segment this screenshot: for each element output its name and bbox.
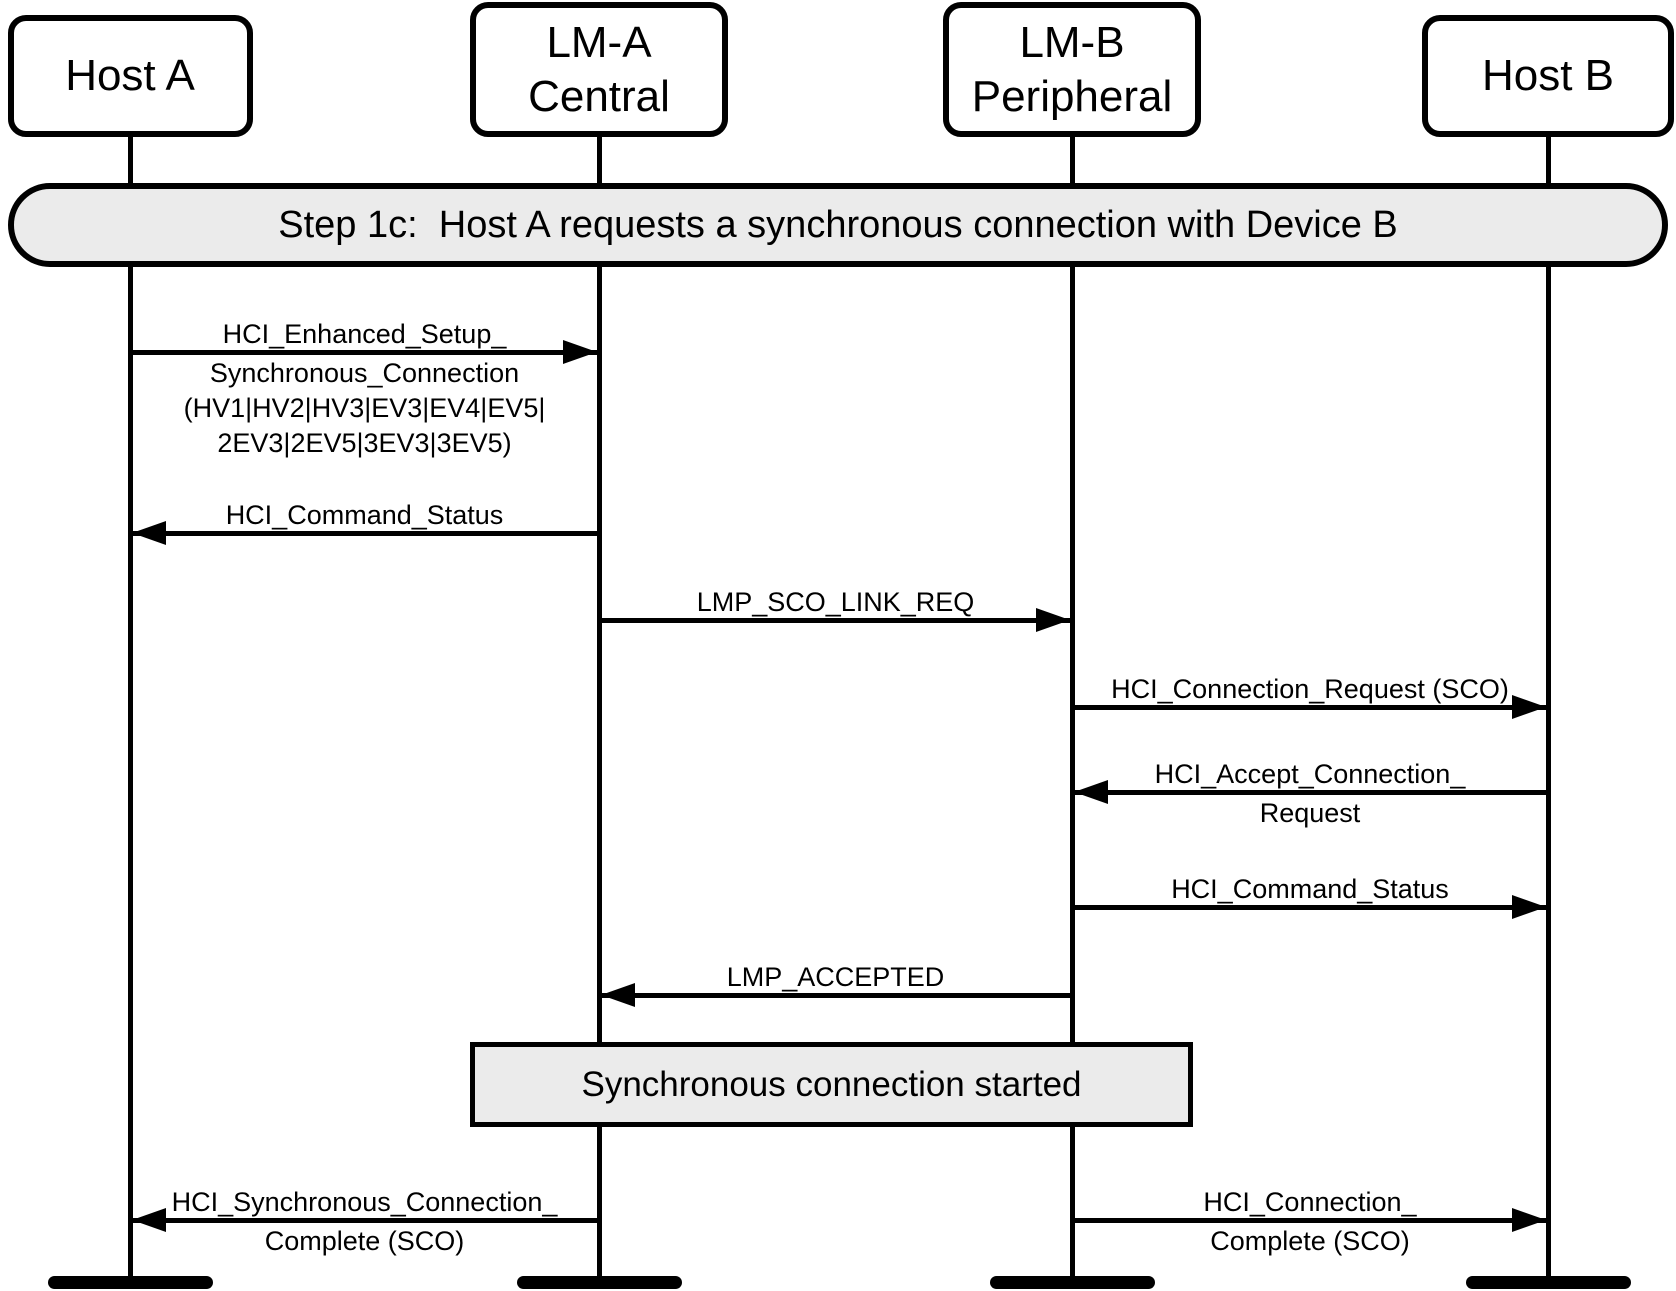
message-arrowhead-left-icon xyxy=(601,983,635,1007)
message-line xyxy=(132,531,597,536)
message-line xyxy=(601,618,1070,623)
message-label: HCI_Connection_ xyxy=(1203,1187,1417,1217)
actor-label: Host B xyxy=(1481,51,1615,100)
message-label: HCI_Connection_Request (SCO) xyxy=(1111,674,1509,704)
lifeline-end-host-a xyxy=(47,1276,213,1289)
lifeline-host-a xyxy=(128,133,133,1284)
message-label: HCI_Accept_Connection_ xyxy=(1154,759,1466,789)
message-line xyxy=(1074,705,1546,710)
lifeline-lm-a-central xyxy=(597,133,602,1284)
message-label: HCI_Enhanced_Setup_ xyxy=(222,319,507,349)
message-label: (HV1|HV2|HV3|EV3|EV4|EV5| xyxy=(183,393,546,423)
note-box-label: Synchronous connection started xyxy=(581,1064,1082,1104)
lifeline-end-host-b xyxy=(1465,1276,1631,1289)
message-arrowhead-right-icon xyxy=(1036,608,1070,632)
message-label: Synchronous_Connection xyxy=(209,358,520,388)
message-label: LMP_ACCEPTED xyxy=(726,962,945,992)
step-banner-label: Step 1c: Host A requests a synchronous c… xyxy=(278,203,1398,246)
message-arrowhead-left-icon xyxy=(132,1208,166,1232)
actor-box-host-a: Host A xyxy=(7,15,253,137)
actor-label: LM-B xyxy=(1019,17,1125,67)
message-label: Complete (SCO) xyxy=(264,1226,465,1256)
message-label: 2EV3|2EV5|3EV3|3EV5) xyxy=(217,428,512,458)
step-banner: Step 1c: Host A requests a synchronous c… xyxy=(8,183,1668,267)
message-line xyxy=(1074,905,1546,910)
actor-box-host-b: Host B xyxy=(1422,15,1674,137)
message-arrowhead-left-icon xyxy=(1074,780,1108,804)
message-label: HCI_Synchronous_Connection_ xyxy=(171,1187,558,1217)
note-box: Synchronous connection started xyxy=(470,1042,1193,1127)
lifeline-lm-b-peripheral xyxy=(1070,133,1075,1284)
message-arrowhead-left-icon xyxy=(132,521,166,545)
message-arrowhead-right-icon xyxy=(1512,1208,1546,1232)
lifeline-end-lm-b-peripheral xyxy=(989,1276,1155,1289)
actor-label: Peripheral xyxy=(971,71,1173,121)
message-label: LMP_SCO_LINK_REQ xyxy=(696,587,975,617)
lifeline-end-lm-a-central xyxy=(516,1276,682,1289)
message-line xyxy=(1074,790,1546,795)
message-line xyxy=(132,1218,597,1223)
actor-label: LM-A xyxy=(546,17,652,67)
actor-label: Central xyxy=(528,71,670,121)
message-label: Complete (SCO) xyxy=(1210,1226,1410,1256)
message-label: HCI_Command_Status xyxy=(225,500,504,530)
message-arrowhead-right-icon xyxy=(1512,895,1546,919)
message-line xyxy=(1074,1218,1546,1223)
actor-label: Host A xyxy=(65,51,195,100)
message-arrowhead-right-icon xyxy=(563,340,597,364)
message-label: HCI_Command_Status xyxy=(1171,874,1449,904)
lifeline-host-b xyxy=(1546,133,1551,1284)
message-line xyxy=(132,350,597,355)
message-arrowhead-right-icon xyxy=(1512,695,1546,719)
message-line xyxy=(601,993,1070,998)
message-label: Request xyxy=(1259,798,1361,828)
